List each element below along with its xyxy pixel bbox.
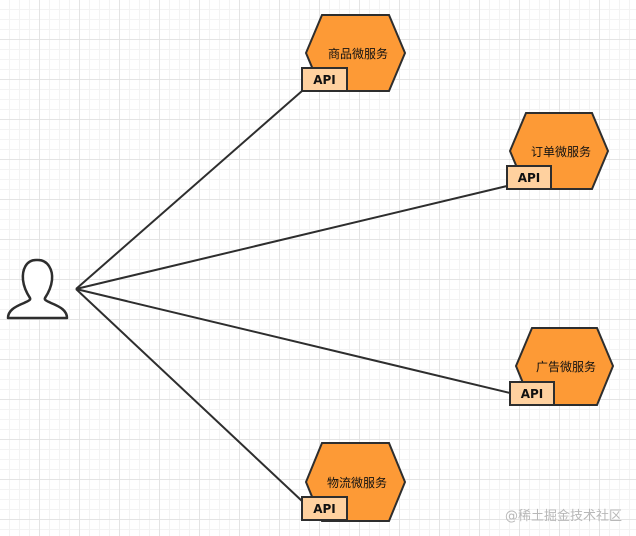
- api-label-product: API: [313, 73, 336, 87]
- connector-logistics: [75, 288, 303, 502]
- service-label-logistics: 物流微服务: [327, 475, 387, 490]
- service-node-order: 订单微服务 API: [506, 112, 610, 190]
- connector-ads: [75, 288, 511, 394]
- connectors: [75, 90, 511, 502]
- connector-product: [75, 90, 303, 290]
- connector-order: [75, 185, 508, 290]
- api-label-ads: API: [521, 387, 544, 401]
- api-box-logistics: [301, 496, 348, 521]
- service-node-logistics: 物流微服务 API: [301, 442, 407, 522]
- service-label-ads: 广告微服务: [536, 359, 596, 374]
- service-label-product: 商品微服务: [328, 46, 388, 61]
- api-box-ads: [509, 381, 555, 406]
- service-node-ads: 广告微服务 API: [509, 327, 615, 406]
- api-box-order: [506, 165, 552, 190]
- watermark-text: @稀土掘金技术社区: [504, 509, 622, 524]
- api-label-logistics: API: [313, 502, 336, 516]
- api-box-product: [301, 67, 348, 92]
- api-label-order: API: [518, 171, 541, 185]
- user-icon: [6, 258, 69, 320]
- service-node-product: 商品微服务 API: [301, 14, 407, 92]
- service-label-order: 订单微服务: [531, 144, 591, 159]
